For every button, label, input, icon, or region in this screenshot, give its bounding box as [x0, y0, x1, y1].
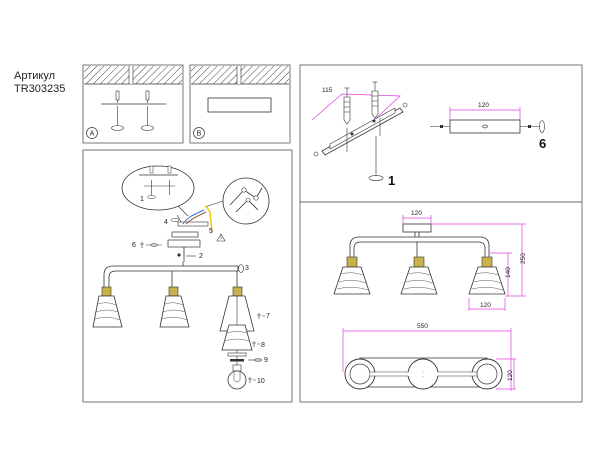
total-height-dimension: 250: [520, 253, 527, 264]
panel-option-b: B: [189, 64, 291, 144]
article-label: Артикул: [14, 70, 56, 82]
canopy-plate: [171, 231, 199, 238]
callout-7: 7: [266, 313, 270, 320]
callout-9: 9: [264, 357, 268, 364]
screw-icon: [141, 90, 154, 131]
bracket-dimension-line: [311, 93, 401, 125]
warning-icon: [216, 233, 226, 242]
canopy: [167, 239, 201, 248]
article-code: TR303235: [14, 83, 66, 95]
callout-1-detail: 1: [140, 196, 144, 203]
front-shade-middle: [400, 256, 438, 295]
article-label-block: Артикул TR303235: [14, 70, 65, 96]
mounting-bracket: [313, 102, 408, 157]
shade-width-dimension: 120: [480, 302, 491, 309]
bracket-dimension: 115: [322, 87, 333, 94]
front-arm: [349, 236, 490, 258]
shade-height-dimension: 140: [505, 267, 512, 278]
callout-2: 2: [199, 253, 203, 260]
mounting-step-1: 1: [388, 173, 395, 188]
anchor-icon: [343, 87, 351, 125]
plate-dimension: 120: [478, 102, 489, 109]
callout-8: 8: [261, 342, 265, 349]
screw-icon: [111, 90, 124, 131]
detail-bubble: [121, 165, 195, 211]
mounting-plate: [449, 119, 521, 134]
panel-assembly: 1 4 5 6 2: [82, 149, 293, 403]
callout-5: 5: [209, 228, 213, 235]
badge-b-text: B: [197, 131, 202, 138]
badge-b: [193, 127, 205, 139]
panel-option-a: A: [82, 64, 184, 144]
callout-4: 4: [164, 219, 168, 226]
front-canopy: [402, 223, 432, 233]
badge-a-text: A: [90, 131, 95, 138]
front-shade-right: [468, 256, 506, 295]
bulb-icon: [227, 364, 247, 390]
shade-exploded: [221, 324, 253, 362]
callout-3: 3: [245, 265, 249, 272]
anchor-icon: [371, 81, 379, 119]
top-view: [344, 357, 503, 390]
total-length-dimension: 550: [417, 323, 428, 330]
panel-mounting: 115 1 120: [299, 64, 583, 203]
ceiling-plate: [207, 97, 272, 113]
callout-6: 6: [132, 242, 136, 249]
badge-a: [86, 127, 98, 139]
callout-10: 10: [257, 378, 265, 385]
mounting-step-6: 6: [539, 136, 546, 151]
panel-dimensions: 120 140 250: [299, 201, 583, 403]
front-shade-left: [333, 256, 371, 295]
shade-left: [92, 286, 123, 328]
lamp-arm: [103, 265, 238, 290]
shade-middle: [159, 286, 190, 328]
canopy-width-dimension: 120: [411, 210, 422, 217]
shade-diameter-dimension: 120: [507, 370, 514, 381]
